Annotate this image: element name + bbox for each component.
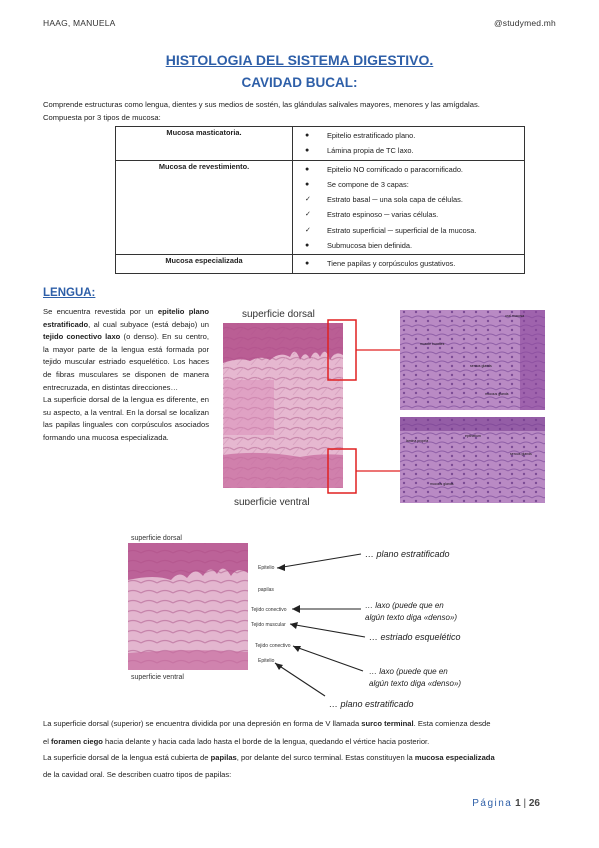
page-number: Página 1 | 26 — [472, 798, 540, 809]
svg-text:Epitelio: Epitelio — [258, 565, 275, 571]
svg-text:algún texto diga «denso»): algún texto diga «denso») — [369, 679, 461, 688]
svg-text:… plano estratificado: … plano estratificado — [329, 699, 414, 709]
bullet-icon: ● — [305, 180, 310, 188]
arrow-icon — [274, 662, 326, 697]
list-item: ●Lámina propia de TC laxo. — [297, 143, 520, 158]
svg-text:… laxo (puede que en: … laxo (puede que en — [365, 601, 444, 610]
intro-line-1: Comprende estructuras como lengua, dient… — [43, 100, 480, 109]
tongue-histology-figure: superficie dorsal superficie ventral ora… — [223, 309, 545, 505]
checkmark-icon: ✓ — [305, 226, 311, 234]
list-item: ●Epitelio estratificado plano. — [297, 128, 520, 143]
table-cell-items: ●Tiene papilas y corpúsculos gustativos. — [292, 254, 525, 274]
label-superficie-ventral: superficie ventral — [234, 497, 310, 505]
list-item: ●Se compone de 3 capas: — [297, 177, 520, 192]
svg-text:mucous glands: mucous glands — [430, 482, 454, 486]
table-row: Mucosa de revestimiento. ●Epitelio NO co… — [115, 159, 525, 256]
lengua-heading: LENGUA: — [43, 287, 96, 299]
header-author: HAAG, MANUELA — [43, 18, 116, 28]
table-cell-name: Mucosa de revestimiento. — [115, 159, 293, 256]
intro-line-2: Compuesta por 3 tipos de mucosa: — [43, 113, 161, 122]
bullet-icon: ● — [305, 147, 310, 155]
svg-text:Tejido muscular: Tejido muscular — [251, 622, 286, 628]
lengua-paragraph: Se encuentra revestida por un epitelio p… — [43, 307, 209, 442]
bullet-icon: ● — [305, 260, 310, 268]
section-title: CAVIDAD BUCAL: — [241, 75, 358, 90]
label-superficie-dorsal: superficie dorsal — [242, 309, 315, 320]
table-row: Mucosa masticatoria. ●Epitelio estratifi… — [115, 126, 525, 161]
zoom-image-ventral — [400, 417, 545, 503]
bullet-icon: ● — [305, 165, 310, 173]
label-superficie-ventral: superficie ventral — [131, 674, 184, 681]
svg-text:Epitelio: Epitelio — [258, 658, 275, 664]
arrow-icon — [292, 645, 364, 672]
paragraph-line: el foramen ciego hacia delante y hacia c… — [43, 737, 430, 746]
svg-text:papilas: papilas — [258, 587, 274, 593]
svg-text:epithelium: epithelium — [465, 434, 481, 438]
list-item: ●Tiene papilas y corpúsculos gustativos. — [297, 256, 520, 271]
checkmark-icon: ✓ — [305, 211, 311, 219]
arrow-icon — [289, 623, 366, 638]
paragraph-line: La superficie dorsal (superior) se encue… — [43, 719, 491, 728]
list-item: ✓Estrato superficial ─ superficial de la… — [297, 223, 520, 238]
paragraph-line: La superficie dorsal de la lengua está c… — [43, 753, 495, 762]
svg-text:… plano estratificado: … plano estratificado — [365, 549, 450, 559]
bullet-icon: ● — [305, 132, 310, 139]
list-item: ✓Estrato espinoso ─ varias células. — [297, 207, 520, 222]
header-handle: @studymed.mh — [493, 18, 556, 28]
svg-text:algún texto diga «denso»): algún texto diga «denso») — [365, 613, 457, 622]
mucosa-table: Mucosa masticatoria. ●Epitelio estratifi… — [115, 126, 525, 274]
svg-text:serous glands: serous glands — [510, 452, 532, 456]
svg-text:Tejido conectivo: Tejido conectivo — [255, 643, 291, 649]
svg-text:mucous glands: mucous glands — [485, 392, 509, 396]
list-item: ✓Estrato basal ─ una sola capa de célula… — [297, 192, 520, 207]
list-item: ●Submucosa bien definida. — [297, 238, 520, 253]
list-item: ●Epitelio NO cornificado o paracornifica… — [297, 162, 520, 177]
bullet-icon: ● — [305, 242, 310, 250]
svg-text:oral mucosa: oral mucosa — [505, 314, 524, 318]
svg-text:serous glands: serous glands — [470, 364, 492, 368]
checkmark-icon: ✓ — [305, 196, 311, 204]
table-cell-name: Mucosa masticatoria. — [115, 126, 293, 161]
svg-text:muscle bundles: muscle bundles — [420, 342, 445, 346]
svg-text:… estriado esquelético: … estriado esquelético — [369, 632, 461, 642]
paragraph-line: de la cavidad oral. Se describen cuatro … — [43, 770, 232, 779]
svg-text:lamina propria: lamina propria — [406, 439, 428, 443]
table-row: Mucosa especializada ●Tiene papilas y co… — [115, 254, 525, 274]
page-title: HISTOLOGIA DEL SISTEMA DIGESTIVO. — [165, 52, 434, 68]
label-superficie-dorsal: superficie dorsal — [131, 535, 182, 542]
table-cell-name: Mucosa especializada — [115, 254, 293, 274]
svg-text:Tejido conectivo: Tejido conectivo — [251, 607, 287, 613]
svg-text:… laxo (puede que en: … laxo (puede que en — [369, 667, 448, 676]
table-cell-items: ●Epitelio NO cornificado o paracornifica… — [292, 159, 525, 256]
table-cell-items: ●Epitelio estratificado plano. ●Lámina p… — [292, 126, 525, 161]
arrow-icon — [276, 553, 362, 569]
tongue-layers-figure: superficie dorsal superficie ventral Epi… — [128, 535, 461, 709]
